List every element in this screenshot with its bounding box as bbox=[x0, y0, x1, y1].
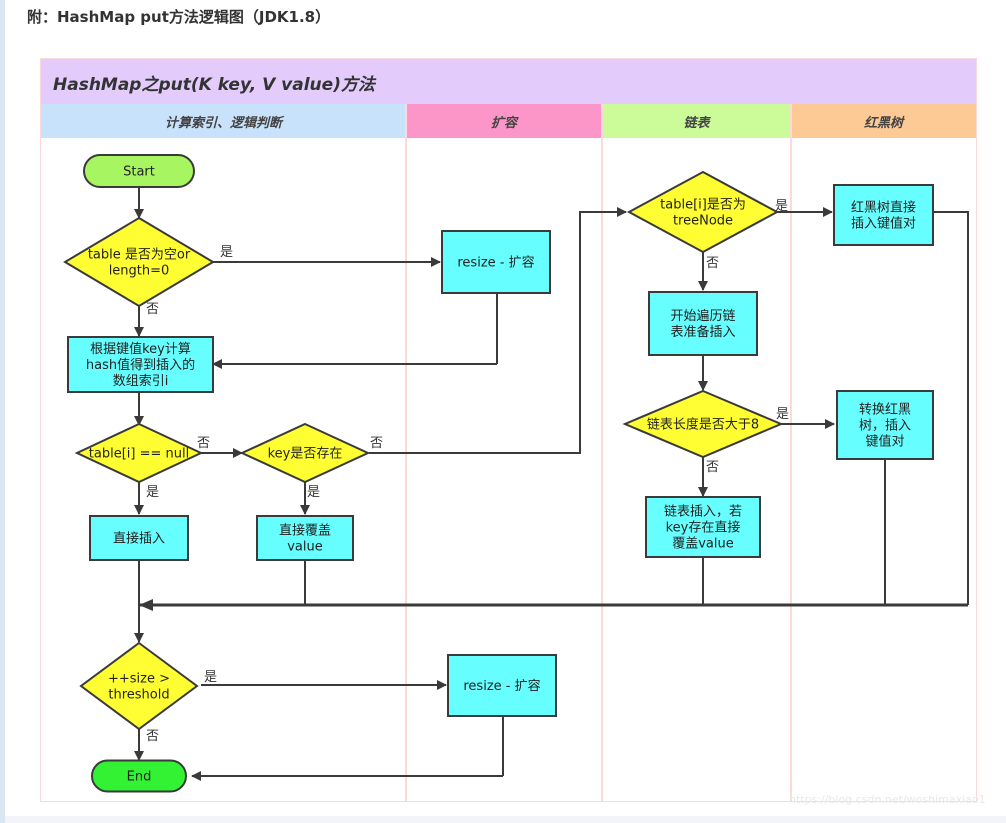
lane-header-index-logic: 计算索引、逻辑判断 bbox=[41, 104, 406, 138]
process-traverse-text: 开始遍历链 bbox=[670, 308, 735, 324]
edge-label-yes: 是 bbox=[775, 199, 788, 214]
decision-size-gt-threshold: ++size >threshold bbox=[79, 641, 199, 731]
start-node: Start bbox=[83, 154, 195, 188]
process-resize-2-shape bbox=[447, 654, 557, 717]
process-traverse-text: 表准备插入 bbox=[670, 324, 735, 340]
decision-key-exists-shape bbox=[239, 422, 371, 484]
process-convert-rbt-shape bbox=[836, 390, 934, 460]
lane-header-resize: 扩容 bbox=[406, 104, 602, 138]
end-node-text: End bbox=[127, 770, 152, 785]
edge-label-no: 否 bbox=[706, 256, 719, 271]
diagram-title: HashMap之put(K key, V value)方法 bbox=[53, 75, 375, 95]
decision-size-gt-threshold-text: threshold bbox=[108, 688, 169, 703]
edge-label-yes: 是 bbox=[776, 407, 789, 422]
process-rbt-insert-shape bbox=[833, 184, 934, 246]
decision-key-exists-text: key是否存在 bbox=[268, 447, 343, 462]
process-resize-1-shape bbox=[441, 230, 551, 294]
edge-label-no: 否 bbox=[706, 460, 719, 475]
process-list-insert-text: 覆盖value bbox=[672, 537, 734, 552]
diagram-title-band bbox=[41, 59, 976, 104]
end-node: End bbox=[91, 759, 187, 793]
process-resize-2-text: resize - 扩容 bbox=[463, 678, 540, 694]
process-traverse-shape bbox=[648, 291, 758, 356]
decision-table-i-null-shape bbox=[74, 422, 204, 484]
edge-label-yes: 是 bbox=[307, 485, 320, 500]
process-direct-insert-text: 直接插入 bbox=[113, 531, 165, 547]
edge-key-exists-no bbox=[369, 207, 627, 454]
process-convert-rbt-text: 键值对 bbox=[865, 434, 904, 450]
decision-key-exists: key是否存在 bbox=[239, 422, 371, 484]
process-rbt-insert-text: 红黑树直接 bbox=[851, 200, 916, 216]
process-overwrite-text: 直接覆盖 bbox=[279, 523, 331, 539]
start-node-shape bbox=[83, 154, 195, 188]
process-resize-1: resize - 扩容 bbox=[441, 230, 551, 294]
decision-len-gt-8: 链表长度是否大于8 bbox=[622, 389, 784, 459]
edge-rbt-insert-out bbox=[933, 211, 969, 605]
diagram-frame bbox=[40, 58, 977, 802]
end-node-shape bbox=[91, 759, 187, 793]
edge-label-no: 否 bbox=[146, 729, 159, 744]
process-rbt-insert-text: 插入键值对 bbox=[851, 216, 916, 232]
edge-label-yes: 是 bbox=[220, 245, 233, 260]
decision-size-gt-threshold-text: ++size > bbox=[108, 672, 170, 687]
process-list-insert-text: 链表插入，若 bbox=[664, 504, 742, 520]
lane-divider bbox=[601, 104, 603, 802]
process-overwrite-shape bbox=[256, 515, 354, 561]
decision-table-i-null: table[i] == null bbox=[74, 422, 204, 484]
edge-label-no: 否 bbox=[370, 436, 383, 451]
process-direct-insert-shape bbox=[89, 515, 189, 561]
decision-len-gt-8-shape bbox=[622, 389, 784, 459]
process-direct-insert: 直接插入 bbox=[89, 515, 189, 561]
decision-table-empty-shape bbox=[63, 216, 215, 308]
process-calc-index-text: 数组索引i bbox=[113, 374, 169, 389]
process-resize-1-text: resize - 扩容 bbox=[457, 255, 534, 271]
process-list-insert-text: key存在直接 bbox=[666, 520, 741, 536]
process-calc-index-shape bbox=[67, 336, 214, 393]
process-resize-2: resize - 扩容 bbox=[447, 654, 557, 717]
decision-len-gt-8-text: 链表长度是否大于8 bbox=[647, 417, 759, 433]
process-convert-rbt-text: 转换红黑 bbox=[859, 402, 911, 418]
decision-is-treenode-text: table[i]是否为 bbox=[660, 198, 746, 213]
decision-is-treenode-shape bbox=[626, 170, 780, 254]
process-convert-rbt-text: 树，插入 bbox=[859, 419, 911, 434]
edge-label-yes: 是 bbox=[204, 670, 217, 685]
watermark: https://blog.csdn.net/woshimaxiao1 bbox=[789, 793, 986, 806]
page-left-border bbox=[0, 0, 5, 823]
decision-table-empty-text: table 是否为空or bbox=[88, 248, 191, 263]
page-heading: 附：HashMap put方法逻辑图（JDK1.8） bbox=[27, 8, 331, 26]
decision-table-empty-text: length=0 bbox=[109, 264, 170, 279]
process-calc-index-text: 根据键值key计算 bbox=[90, 341, 191, 357]
page-bottom-border bbox=[5, 816, 1006, 823]
decision-size-gt-threshold-shape bbox=[79, 641, 199, 731]
process-list-insert-shape bbox=[645, 496, 761, 558]
process-overwrite-text: value bbox=[287, 540, 323, 555]
decision-table-i-null-text: table[i] == null bbox=[89, 447, 189, 462]
process-calc-index-text: hash值得到插入的 bbox=[86, 357, 195, 373]
lane-header-red-black-tree: 红黑树 bbox=[791, 104, 976, 138]
lane-divider bbox=[790, 104, 792, 802]
edge-label-yes: 是 bbox=[146, 485, 159, 500]
lane-header-linked-list: 链表 bbox=[602, 104, 791, 138]
start-node-text: Start bbox=[123, 165, 155, 180]
edge-label-no: 否 bbox=[197, 436, 210, 451]
decision-is-treenode-text: treeNode bbox=[673, 214, 733, 229]
edge-label-no: 否 bbox=[146, 302, 159, 317]
